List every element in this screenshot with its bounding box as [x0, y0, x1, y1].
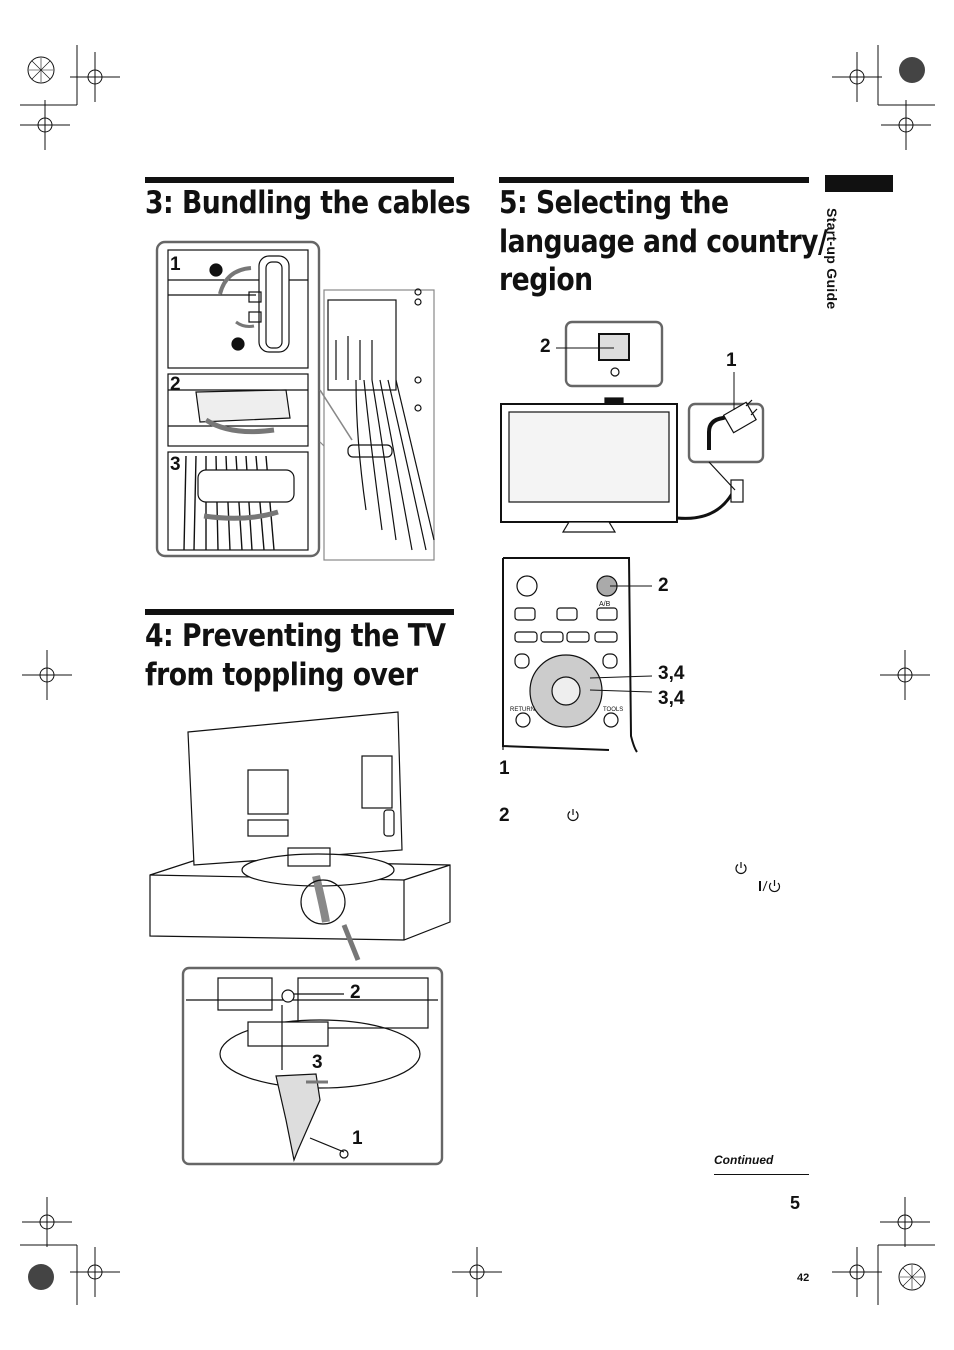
sidebar-label: Start-up Guide — [824, 208, 840, 310]
page-number: 5 — [790, 1193, 801, 1213]
remote-callout-34b: 3,4 — [658, 688, 685, 709]
remote-leaders — [589, 585, 653, 693]
power-icon — [735, 862, 747, 875]
standby-power-icon — [759, 880, 781, 893]
tv-callout-2-leader — [556, 347, 614, 349]
tv-callout-1-leader — [733, 372, 735, 410]
section-title-toppling-line1: 4: Preventing the TV — [145, 618, 446, 654]
step-1-number: 1 — [499, 758, 510, 779]
section-title-bundling: 3: Bundling the cables — [145, 185, 471, 221]
bundling-step-1-label: 1 — [170, 254, 181, 275]
toppling-callout-2: 2 — [350, 982, 361, 1003]
toppling-callout-3: 3 — [312, 1052, 323, 1073]
bundling-step-3-label: 3 — [170, 454, 181, 475]
section-title-language-line2: language and country/ — [499, 224, 828, 260]
remote-return-label: RETURN — [510, 707, 535, 713]
continued-rule — [714, 1174, 809, 1175]
tv-power-illustration — [500, 320, 765, 533]
section-rule — [499, 177, 809, 183]
step-2-number: 2 — [499, 805, 510, 826]
continued-label: Continued — [714, 1153, 774, 1167]
bundling-illustration — [155, 240, 435, 561]
sheet-number: 42 — [797, 1272, 810, 1284]
section-title-toppling-line2: from toppling over — [145, 657, 418, 693]
section-rule — [145, 177, 454, 183]
remote-ab-label: A/B — [599, 601, 611, 608]
section-title-language-line3: region — [499, 262, 593, 298]
remote-tools-label: TOOLS — [603, 707, 624, 713]
remote-illustration — [502, 557, 638, 753]
bundling-step-2-label: 2 — [170, 374, 181, 395]
sidebar-tab — [825, 175, 893, 192]
section-title-language-line1: 5: Selecting the — [499, 185, 729, 221]
remote-callout-2: 2 — [658, 575, 669, 596]
toppling-callout-1: 1 — [352, 1128, 363, 1149]
tv-callout-2: 2 — [540, 336, 551, 357]
section-rule — [145, 609, 454, 615]
toppling-illustration — [149, 711, 451, 1166]
tv-callout-1: 1 — [726, 350, 737, 371]
remote-callout-34a: 3,4 — [658, 663, 685, 684]
power-icon — [567, 809, 579, 822]
